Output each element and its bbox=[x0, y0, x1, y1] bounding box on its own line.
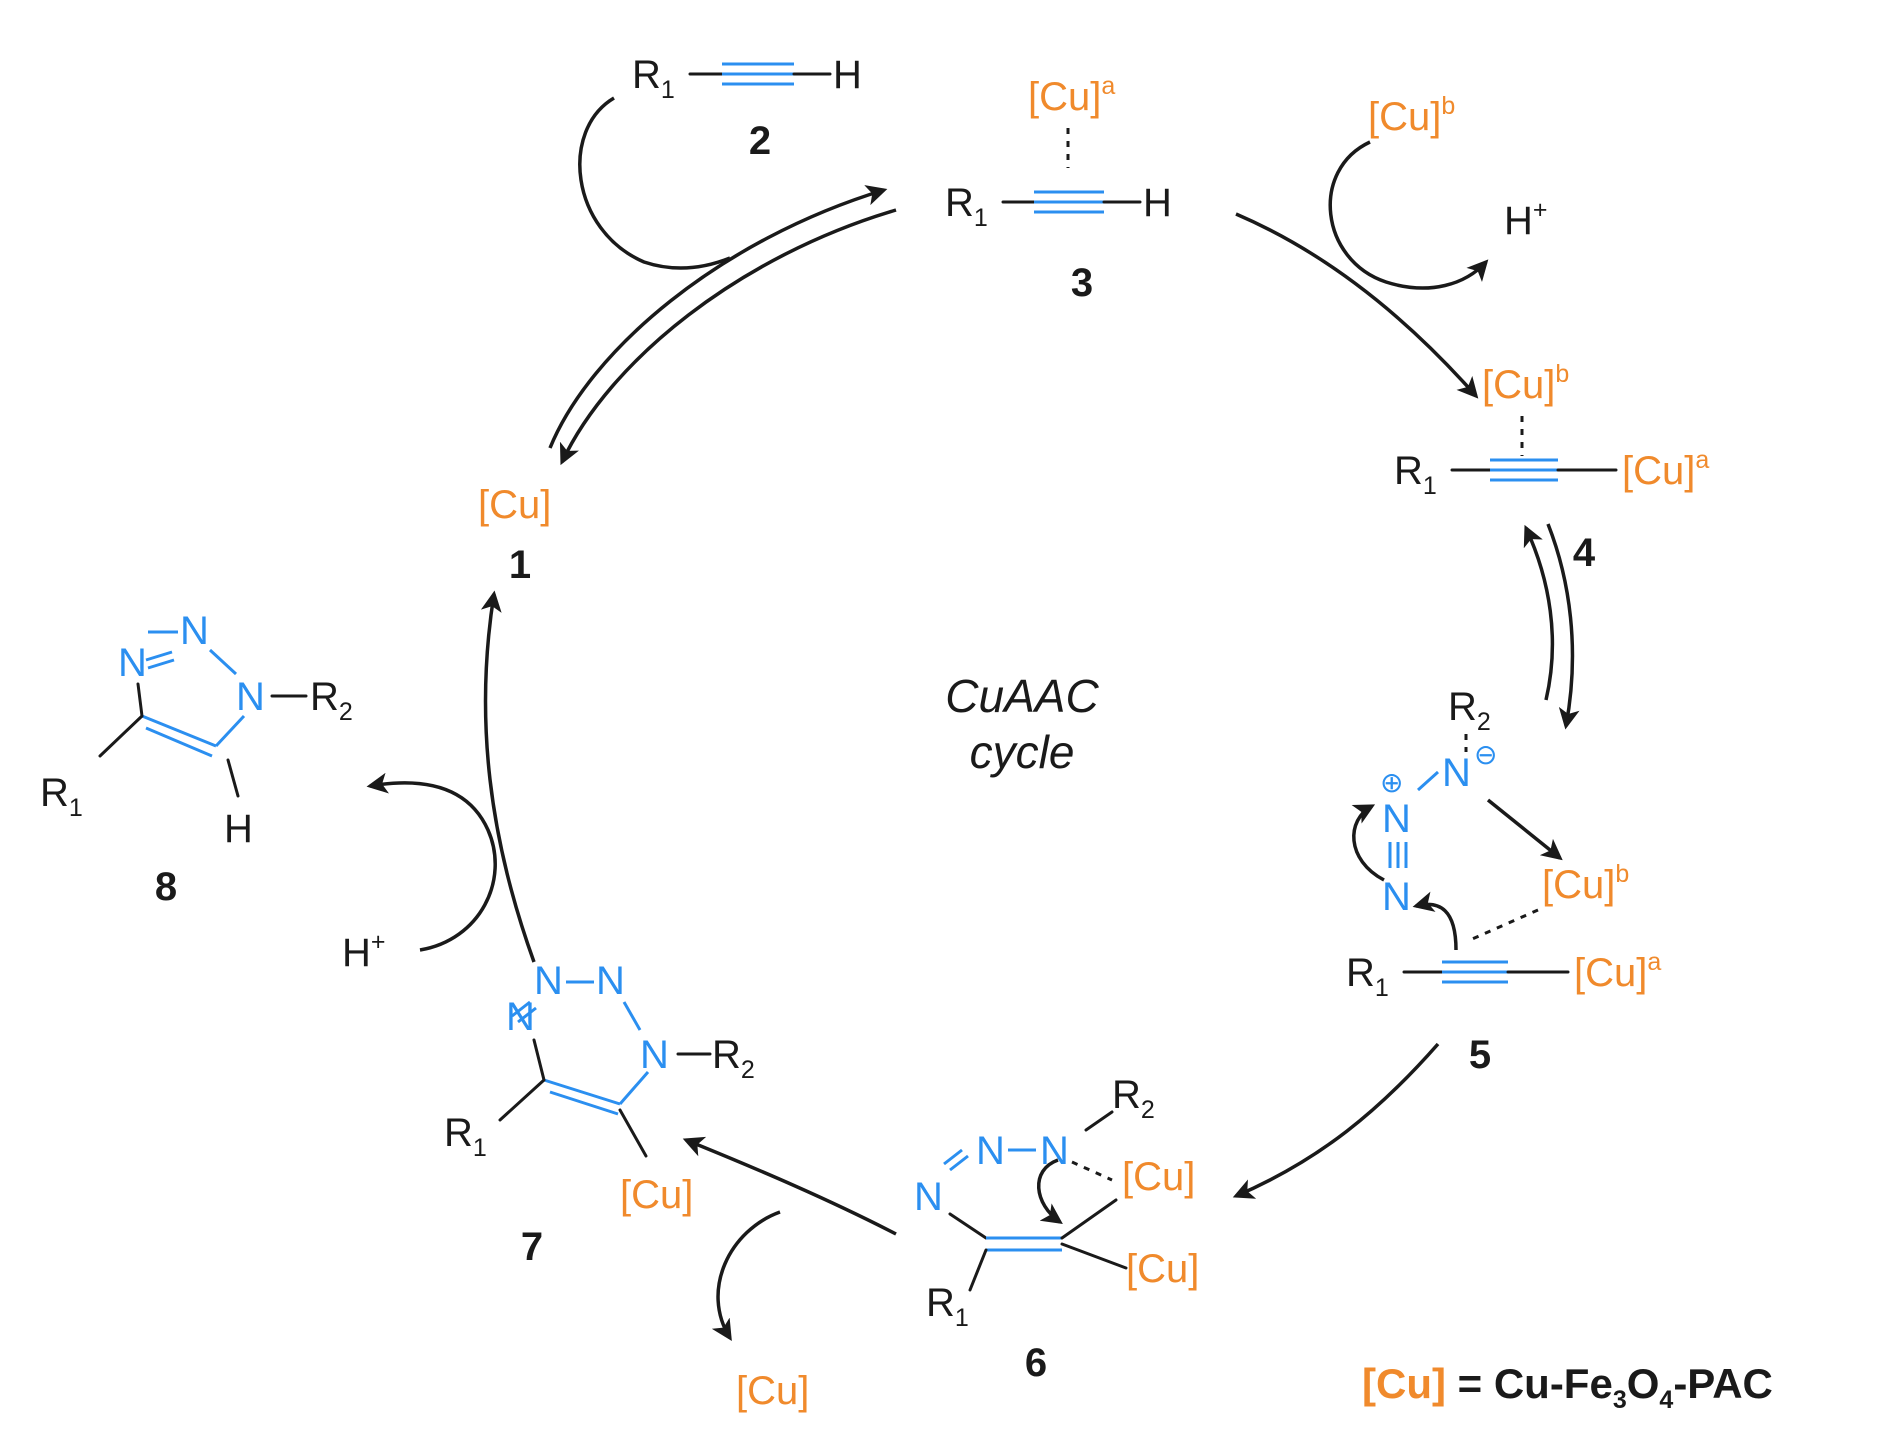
svg-text:H: H bbox=[1143, 181, 1172, 225]
svg-text:N: N bbox=[976, 1129, 1005, 1173]
compound-5-number: 5 bbox=[1469, 1033, 1491, 1077]
svg-text:R2: R2 bbox=[310, 675, 353, 726]
catalyst-1: [Cu] 1 bbox=[478, 483, 551, 587]
svg-text:R1: R1 bbox=[945, 181, 988, 232]
compound-4: [Cu]b R1 [Cu]a 4 bbox=[1394, 360, 1709, 575]
compound-6-number: 6 bbox=[1025, 1341, 1047, 1385]
svg-text:N: N bbox=[1382, 875, 1411, 919]
cycle-title-line2: cycle bbox=[970, 726, 1075, 778]
svg-text:R1: R1 bbox=[1346, 951, 1389, 1002]
svg-text:R2: R2 bbox=[712, 1033, 755, 1084]
compound-3-number: 3 bbox=[1071, 261, 1093, 305]
svg-text:R1: R1 bbox=[40, 771, 83, 822]
svg-text:N: N bbox=[118, 641, 147, 685]
compound-8: N N N R2 R1 H 8 bbox=[40, 609, 353, 909]
compound-2: R1 H 2 bbox=[632, 53, 862, 163]
svg-text:⊖: ⊖ bbox=[1474, 739, 1497, 770]
svg-text:[Cu]b: [Cu]b bbox=[1482, 360, 1569, 407]
svg-text:N: N bbox=[506, 995, 535, 1039]
svg-text:N: N bbox=[236, 675, 265, 719]
svg-text:R1: R1 bbox=[632, 53, 675, 104]
h-plus-added: H+ bbox=[342, 928, 386, 975]
svg-text:R1: R1 bbox=[444, 1111, 487, 1162]
compound-3: [Cu]a R1 H 3 bbox=[945, 72, 1172, 305]
compound-6: R2 N N N [Cu] [Cu] R1 6 bbox=[914, 1073, 1199, 1385]
h-plus-released: H+ bbox=[1504, 196, 1548, 243]
svg-text:[Cu]b: [Cu]b bbox=[1542, 860, 1629, 907]
svg-text:N: N bbox=[914, 1175, 943, 1219]
svg-text:N: N bbox=[534, 959, 563, 1003]
svg-text:R1: R1 bbox=[926, 1281, 969, 1332]
svg-text:[Cu]a: [Cu]a bbox=[1028, 72, 1115, 119]
svg-text:N: N bbox=[640, 1033, 669, 1077]
compound-7-number: 7 bbox=[521, 1225, 543, 1269]
svg-text:N: N bbox=[1040, 1129, 1069, 1173]
cycle-title-line1: CuAAC bbox=[945, 670, 1099, 722]
compound-5: R2 N ⊖ N ⊕ N [Cu]b R1 [Cu]a 5 bbox=[1346, 685, 1661, 1077]
compound-1-number: 1 bbox=[509, 543, 531, 587]
svg-text:[Cu]a: [Cu]a bbox=[1622, 446, 1709, 493]
svg-text:N: N bbox=[596, 959, 625, 1003]
svg-text:R1: R1 bbox=[1394, 449, 1437, 500]
svg-text:[Cu]a: [Cu]a bbox=[1574, 948, 1661, 995]
svg-text:[Cu]: [Cu] bbox=[1126, 1247, 1199, 1291]
svg-text:N: N bbox=[1442, 751, 1471, 795]
svg-text:R2: R2 bbox=[1448, 685, 1491, 736]
svg-text:[Cu]: [Cu] bbox=[620, 1173, 693, 1217]
cu-released: [Cu] bbox=[736, 1369, 809, 1413]
svg-text:H: H bbox=[224, 807, 253, 851]
catalyst-legend: [Cu] = Cu-Fe3O4-PAC bbox=[1362, 1360, 1773, 1414]
svg-text:⊕: ⊕ bbox=[1380, 767, 1403, 798]
compound-8-number: 8 bbox=[155, 865, 177, 909]
svg-text:[Cu]: [Cu] bbox=[478, 483, 551, 527]
svg-text:N: N bbox=[1382, 797, 1411, 841]
compound-4-number: 4 bbox=[1573, 531, 1596, 575]
svg-text:R2: R2 bbox=[1112, 1073, 1155, 1124]
cycle-arrows bbox=[366, 96, 1580, 1341]
compound-7: N N N N R2 R1 [Cu] 7 bbox=[444, 959, 755, 1269]
svg-text:[Cu]: [Cu] bbox=[1122, 1155, 1195, 1199]
svg-text:H: H bbox=[833, 53, 862, 97]
cu-b-reagent: [Cu]b bbox=[1368, 92, 1455, 139]
svg-text:N: N bbox=[180, 609, 209, 653]
compound-2-number: 2 bbox=[749, 119, 771, 163]
